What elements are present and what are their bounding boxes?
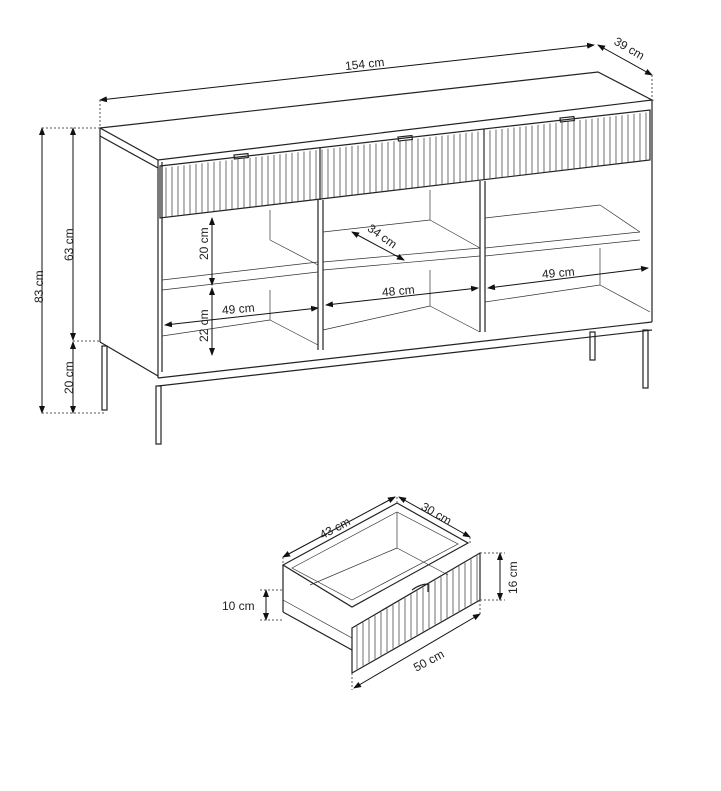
compartments [161,181,651,350]
drawer-inner-width-label: 43 cm [317,514,352,542]
dimension-lines [39,42,653,414]
drawer-handle [397,134,414,142]
lower-shelf-height-label: 22 cm [197,309,211,342]
total-height-label: 83 cm [32,270,46,303]
left-width-label: 49 cm [221,301,255,318]
drawer-handle [559,115,576,123]
drawer-dimension-lines [260,496,505,690]
drawer-inner-depth-label: 30 cm [419,499,454,527]
depth-label: 39 cm [612,34,647,62]
upper-shelf-height-label: 20 cm [197,227,211,260]
drawer-handle [233,152,250,160]
middle-width-label: 48 cm [381,283,415,300]
legs [101,329,649,445]
drawer-inner-height-label: 10 cm [222,599,255,613]
right-width-label: 49 cm [541,265,575,282]
width-label: 154 cm [344,55,385,73]
drawer-front-height-label: 16 cm [506,561,520,594]
body-height-label: 63 cm [62,228,76,261]
open-drawer [281,502,481,675]
drawer-handle [411,583,429,592]
leg-height-label: 20 cm [62,361,76,394]
drawer-fronts [159,109,651,219]
